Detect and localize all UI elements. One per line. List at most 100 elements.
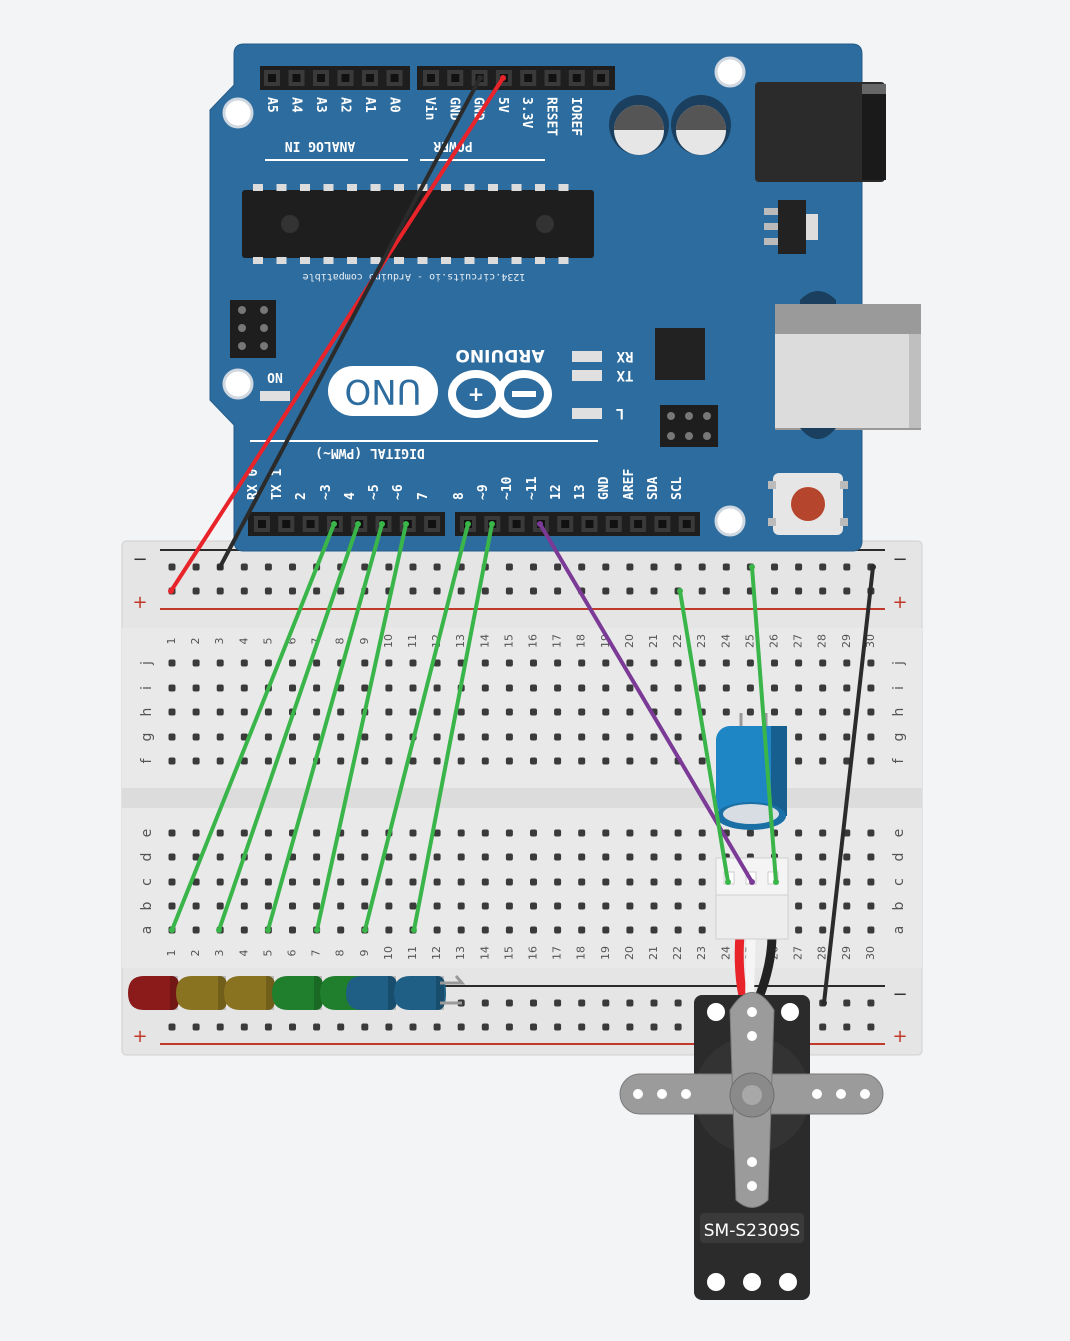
terminal-hole[interactable] (337, 708, 345, 716)
terminal-hole[interactable] (289, 757, 296, 765)
terminal-hole[interactable] (385, 659, 393, 667)
terminal-hole[interactable] (457, 757, 465, 765)
terminal-hole[interactable] (505, 926, 513, 934)
rail-hole[interactable] (216, 587, 224, 595)
wire-minus-rail-to-servo[interactable] (750, 565, 778, 884)
rail-hole[interactable] (240, 563, 248, 571)
terminal-hole[interactable] (674, 853, 682, 861)
rail-hole[interactable] (626, 999, 634, 1007)
terminal-hole[interactable] (795, 659, 803, 667)
rail-hole[interactable] (843, 999, 851, 1007)
reset-button-icon[interactable] (768, 473, 848, 535)
terminal-hole[interactable] (505, 878, 513, 886)
rail-hole[interactable] (674, 563, 682, 571)
terminal-hole[interactable] (795, 684, 803, 692)
terminal-hole[interactable] (578, 853, 586, 861)
terminal-hole[interactable] (457, 926, 465, 934)
rail-hole[interactable] (409, 587, 417, 595)
terminal-hole[interactable] (578, 926, 586, 934)
terminal-hole[interactable] (505, 708, 513, 716)
terminal-hole[interactable] (650, 926, 658, 934)
terminal-hole[interactable] (433, 684, 441, 692)
terminal-hole[interactable] (867, 878, 875, 886)
rail-hole[interactable] (240, 1023, 248, 1031)
terminal-hole[interactable] (650, 757, 658, 765)
terminal-hole[interactable] (168, 829, 176, 837)
terminal-hole[interactable] (554, 902, 562, 910)
terminal-hole[interactable] (626, 926, 634, 934)
terminal-hole[interactable] (698, 853, 706, 861)
terminal-hole[interactable] (771, 708, 778, 716)
power-header[interactable] (417, 66, 615, 90)
terminal-hole[interactable] (819, 708, 827, 716)
terminal-hole[interactable] (168, 684, 176, 692)
terminal-hole[interactable] (216, 659, 224, 667)
rail-hole[interactable] (313, 587, 321, 595)
terminal-hole[interactable] (626, 829, 634, 837)
terminal-hole[interactable] (385, 853, 393, 861)
terminal-hole[interactable] (554, 684, 562, 692)
rail-hole[interactable] (867, 999, 875, 1007)
terminal-hole[interactable] (337, 902, 345, 910)
terminal-hole[interactable] (722, 659, 730, 667)
terminal-hole[interactable] (337, 684, 345, 692)
terminal-hole[interactable] (240, 926, 248, 934)
terminal-hole[interactable] (843, 684, 851, 692)
terminal-hole[interactable] (530, 708, 537, 716)
terminal-hole[interactable] (361, 659, 369, 667)
terminal-hole[interactable] (843, 757, 851, 765)
terminal-hole[interactable] (192, 757, 200, 765)
terminal-hole[interactable] (674, 878, 682, 886)
terminal-hole[interactable] (746, 659, 754, 667)
terminal-hole[interactable] (457, 902, 465, 910)
terminal-hole[interactable] (626, 659, 634, 667)
terminal-hole[interactable] (240, 829, 248, 837)
rail-hole[interactable] (289, 563, 296, 571)
terminal-hole[interactable] (337, 878, 345, 886)
wire-plus-rail-to-servo[interactable] (678, 589, 730, 884)
terminal-hole[interactable] (505, 684, 513, 692)
terminal-hole[interactable] (674, 829, 682, 837)
terminal-hole[interactable] (626, 853, 634, 861)
terminal-hole[interactable] (795, 878, 803, 886)
terminal-hole[interactable] (819, 733, 827, 741)
usb-port-icon[interactable] (775, 291, 921, 439)
terminal-hole[interactable] (433, 733, 441, 741)
terminal-hole[interactable] (698, 659, 706, 667)
terminal-hole[interactable] (313, 853, 321, 861)
terminal-hole[interactable] (481, 757, 489, 765)
terminal-hole[interactable] (819, 684, 827, 692)
rail-hole[interactable] (554, 999, 562, 1007)
led-green-1[interactable] (272, 976, 324, 1010)
rail-hole[interactable] (168, 563, 176, 571)
rail-hole[interactable] (481, 999, 489, 1007)
rail-hole[interactable] (361, 1023, 369, 1031)
terminal-hole[interactable] (192, 733, 200, 741)
terminal-hole[interactable] (192, 708, 200, 716)
rail-hole[interactable] (264, 563, 272, 571)
terminal-hole[interactable] (409, 684, 417, 692)
terminal-hole[interactable] (867, 926, 875, 934)
terminal-hole[interactable] (289, 878, 296, 886)
rail-hole[interactable] (626, 563, 634, 571)
terminal-hole[interactable] (674, 708, 682, 716)
rail-hole[interactable] (385, 1023, 393, 1031)
rail-hole[interactable] (457, 587, 465, 595)
rail-hole[interactable] (843, 563, 851, 571)
terminal-hole[interactable] (698, 829, 706, 837)
terminal-hole[interactable] (819, 757, 827, 765)
terminal-hole[interactable] (240, 684, 248, 692)
terminal-hole[interactable] (698, 902, 706, 910)
analog-header[interactable] (260, 66, 410, 90)
terminal-hole[interactable] (240, 659, 248, 667)
terminal-hole[interactable] (650, 684, 658, 692)
terminal-hole[interactable] (481, 878, 489, 886)
terminal-hole[interactable] (289, 659, 296, 667)
terminal-hole[interactable] (626, 757, 634, 765)
terminal-hole[interactable] (216, 684, 224, 692)
rail-hole[interactable] (313, 1023, 321, 1031)
terminal-hole[interactable] (819, 659, 827, 667)
terminal-hole[interactable] (481, 926, 489, 934)
terminal-hole[interactable] (843, 659, 851, 667)
terminal-hole[interactable] (554, 829, 562, 837)
